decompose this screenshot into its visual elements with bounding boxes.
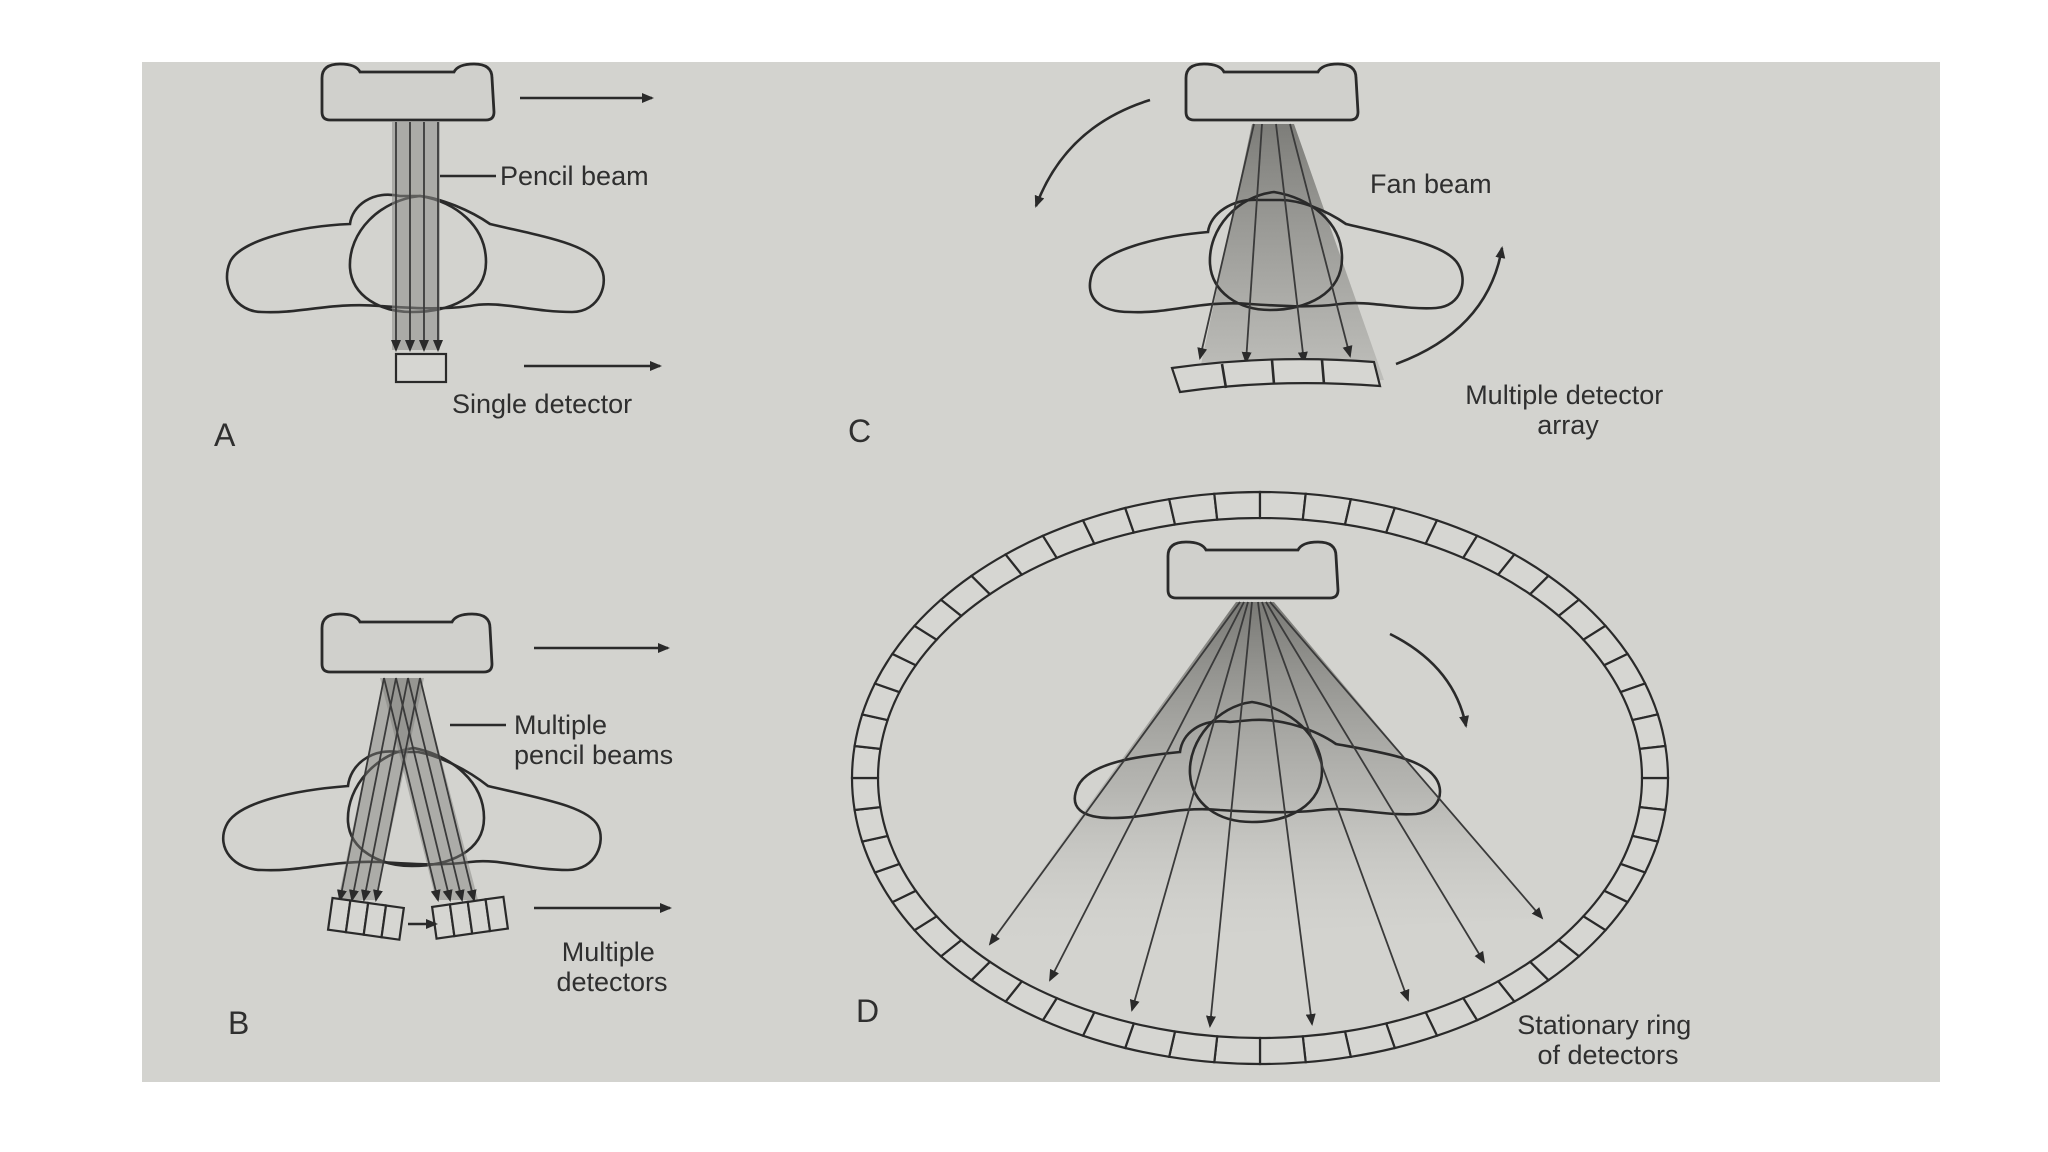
- panel-c-detector-array: [1170, 358, 1382, 394]
- panel-d-fan-rays: [988, 601, 1544, 1028]
- panel-c-detector-label-line-1: Multiple detector: [1465, 380, 1663, 410]
- panel-b-detector-label: Multiple detectors: [556, 937, 667, 997]
- panel-c-rotation-arrow-right: [1395, 246, 1506, 366]
- panel-d-detector-label: Stationary ring of detectors: [1517, 1010, 1699, 1070]
- panel-c-body-cross-section: [1088, 198, 1464, 314]
- panel-d-rotation-arrow: [1389, 632, 1469, 728]
- panel-c-fan-beam: [1196, 124, 1384, 388]
- ring-detector-cell: [1301, 1030, 1353, 1064]
- panel-c-head-outline: [1208, 190, 1344, 312]
- panel-b-detector-group-left: [326, 896, 406, 941]
- ring-detector-cell: [1167, 492, 1219, 526]
- panel-c-detector-label-line-2: array: [1537, 410, 1599, 440]
- panel-a-pencil-beam-band: [392, 122, 440, 350]
- panel-b-xray-tube: [320, 612, 494, 674]
- panel-d-stationary-detector-ring: [850, 490, 1670, 1066]
- panel-c-rotation-arrow-left: [1034, 98, 1151, 208]
- panel-a-single-detector: [394, 352, 448, 384]
- panel-b-beam-band-right: [380, 678, 478, 900]
- ring-detector-cell: [1167, 1030, 1219, 1064]
- panel-a: Pencil beam Single detector A: [214, 62, 662, 453]
- panel-d-detector-label-line-1: Stationary ring: [1517, 1010, 1691, 1040]
- panel-b-beam-label-line-2: pencil beams: [514, 740, 673, 770]
- ring-detector-cell: [1301, 492, 1353, 526]
- panel-a-beam-label: Pencil beam: [500, 161, 649, 191]
- panel-b-pencil-rays: [337, 677, 477, 902]
- panel-b-head-outline: [346, 746, 486, 868]
- panel-b-detector-group-right: [430, 895, 510, 940]
- panel-b-detector-label-line-1: Multiple: [562, 937, 655, 967]
- panel-c: Fan beam Multiple detector array C: [848, 62, 1671, 449]
- panel-c-letter: C: [848, 413, 871, 449]
- panel-c-xray-tube: [1184, 62, 1360, 122]
- panel-a-detector-label: Single detector: [452, 389, 632, 419]
- panel-b-beam-band-left: [338, 678, 424, 900]
- ring-detector-cell: [1213, 1035, 1262, 1066]
- panel-a-letter: A: [214, 417, 236, 453]
- panel-c-detector-label: Multiple detector array: [1465, 380, 1671, 440]
- panel-d-detector-label-line-2: of detectors: [1537, 1040, 1678, 1070]
- panel-b: Multiple pencil beams Multiple detectors…: [221, 612, 673, 1041]
- panel-b-beam-label-line-1: Multiple: [514, 710, 607, 740]
- panel-d-fan-beam: [988, 602, 1540, 944]
- panel-b-detector-label-line-2: detectors: [556, 967, 667, 997]
- ring-detector-cell: [1638, 744, 1670, 780]
- panel-a-pencil-rays: [391, 122, 443, 352]
- ring-detector-cell: [1258, 1035, 1307, 1066]
- ring-detector-cell: [1258, 490, 1307, 521]
- ring-detector-cell: [1638, 776, 1670, 812]
- panel-d: Stationary ring of detectors D: [850, 490, 1699, 1070]
- panel-d-letter: D: [856, 993, 879, 1029]
- panel-b-letter: B: [228, 1005, 249, 1041]
- panel-c-fan-rays: [1197, 123, 1353, 364]
- ring-detector-cell: [850, 776, 882, 812]
- panel-d-xray-tube: [1166, 540, 1340, 600]
- ring-detector-cell: [850, 744, 882, 780]
- panel-d-body-cross-section: [1073, 718, 1442, 820]
- panel-c-beam-label: Fan beam: [1370, 169, 1492, 199]
- ring-detector-cell: [1213, 490, 1262, 521]
- panel-b-beam-label: Multiple pencil beams: [514, 710, 673, 770]
- panel-a-xray-tube: [320, 62, 496, 122]
